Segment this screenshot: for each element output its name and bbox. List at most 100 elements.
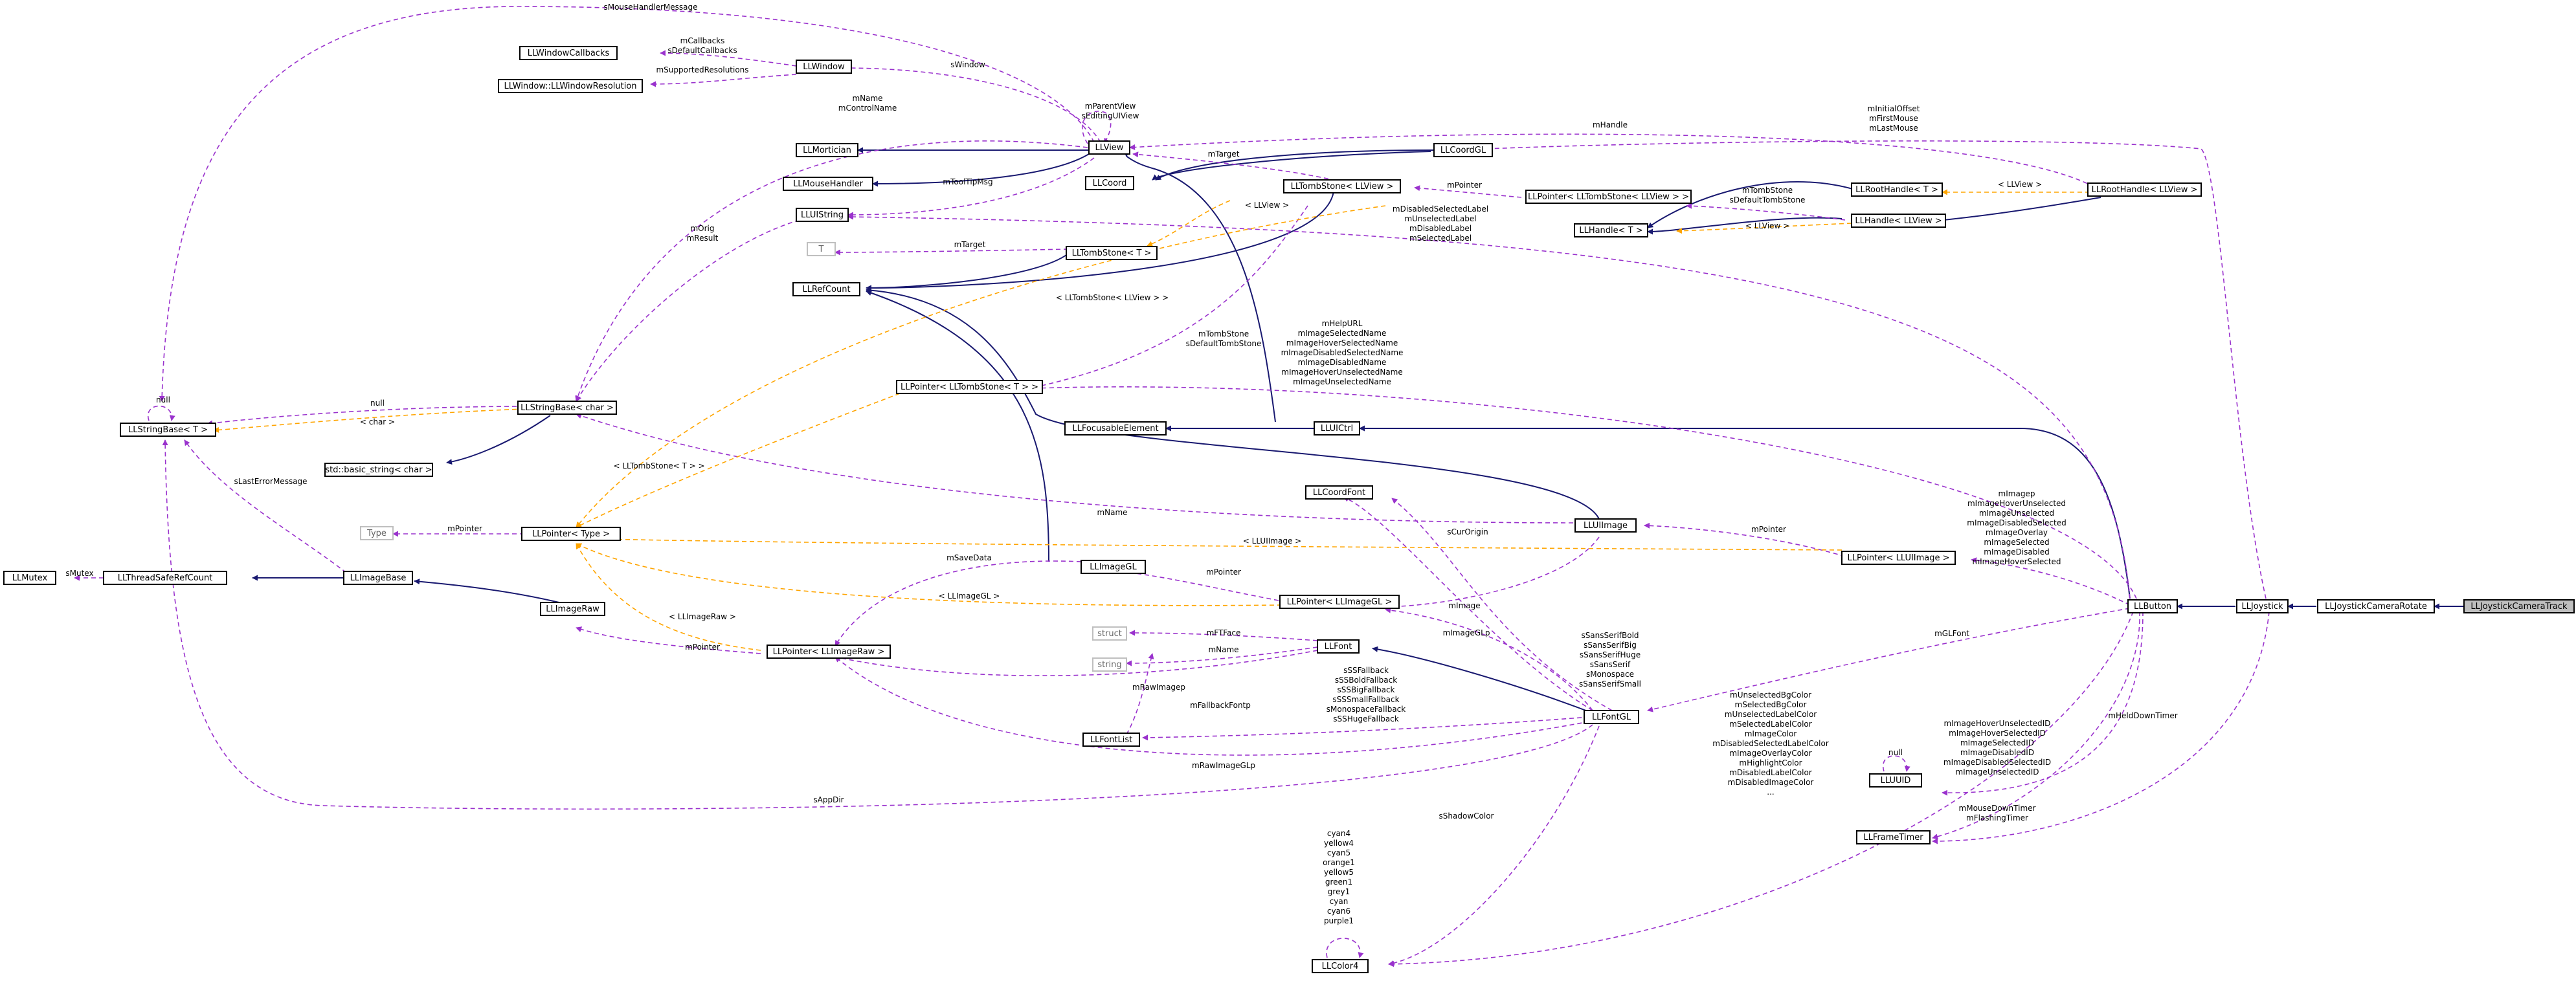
- node-llcolor4[interactable]: LLColor4: [1312, 959, 1369, 973]
- edge-label: mImageDisabledName: [1298, 358, 1387, 367]
- edge-label: mCallbacks: [680, 36, 725, 45]
- edge-label: mResult: [687, 234, 719, 243]
- node-llwindow[interactable]: LLWindow: [796, 60, 852, 74]
- edge-label: sSSBigFallback: [1337, 685, 1394, 694]
- edge-label: mUnselectedLabel: [1404, 214, 1476, 223]
- node-llfont[interactable]: LLFont: [1317, 639, 1360, 654]
- node-llwindow-callbacks[interactable]: LLWindowCallbacks: [519, 46, 618, 60]
- node-llmouse-handler[interactable]: LLMouseHandler: [783, 177, 873, 191]
- node-llwindow-resolution[interactable]: LLWindow::LLWindowResolution: [498, 79, 643, 93]
- node-llstring-base-char[interactable]: LLStringBase< char >: [517, 401, 617, 415]
- node-llpointer-tomb-stone-view[interactable]: LLPointer< LLTombStone< LLView > >: [1525, 190, 1692, 204]
- node-llpointer-uiimage[interactable]: LLPointer< LLUIImage >: [1841, 551, 1956, 565]
- node-label: LLUIString: [801, 210, 844, 220]
- node-llroot-handle-view[interactable]: LLRootHandle< LLView >: [2087, 182, 2202, 197]
- node-llpointer-tomb-stone-t[interactable]: LLPointer< LLTombStone< T > >: [896, 380, 1043, 394]
- node-llcoord-font[interactable]: LLCoordFont: [1305, 485, 1373, 500]
- node-lltomb-stone-view[interactable]: LLTombStone< LLView >: [1283, 179, 1401, 193]
- edge-label: mDisabledSelectedLabelColor: [1712, 739, 1829, 748]
- node-lluistring[interactable]: LLUIString: [796, 208, 849, 222]
- edge-use-sappdir: [162, 439, 1593, 810]
- node-llimage-raw[interactable]: LLImageRaw: [540, 602, 605, 616]
- node-llstring-base-t[interactable]: LLStringBase< T >: [120, 423, 216, 437]
- edge-use-rawimagep: [834, 650, 1318, 676]
- node-llimage-base[interactable]: LLImageBase: [343, 571, 413, 585]
- node-label: LLPointer< LLTombStone< T > >: [901, 382, 1038, 392]
- node-box: [1841, 551, 1956, 565]
- node-label: LLTombStone< LLView >: [1291, 182, 1394, 192]
- edge-inherit-uictrl-view: [1123, 151, 1276, 423]
- node-box: [1574, 223, 1648, 237]
- edge-label: mLastMouse: [1869, 124, 1918, 133]
- node-box: [517, 401, 617, 415]
- edge-use-color-self: [1326, 938, 1364, 958]
- node-llbutton[interactable]: LLButton: [2127, 599, 2178, 613]
- node-llpointer-image-gl[interactable]: LLPointer< LLImageGL >: [1279, 595, 1400, 609]
- node-t[interactable]: T: [807, 242, 836, 256]
- edge-use-mtarget-T: [834, 248, 1069, 256]
- node-llview[interactable]: LLView: [1088, 140, 1130, 155]
- edge-label: yellow5: [1324, 868, 1354, 877]
- edge-label: mSaveData: [946, 553, 992, 562]
- edge-label: mParentView: [1085, 102, 1136, 111]
- node-llref-count[interactable]: LLRefCount: [792, 282, 860, 296]
- edge-label: mImageOverlay: [1986, 528, 2048, 537]
- node-label: struct: [1097, 629, 1122, 639]
- node-llfocusable-element[interactable]: LLFocusableElement: [1064, 421, 1167, 435]
- edge-label: mImageGLp: [1443, 628, 1490, 637]
- node-llhandle-t[interactable]: LLHandle< T >: [1574, 223, 1648, 237]
- node-lltomb-stone-t[interactable]: LLTombStone< T >: [1066, 246, 1158, 260]
- edge-label: mTombStone: [1198, 329, 1249, 338]
- node-string[interactable]: string: [1092, 657, 1127, 672]
- node-box: [1088, 140, 1130, 155]
- node-box: [792, 282, 860, 296]
- node-llframe-timer[interactable]: LLFrameTimer: [1856, 830, 1931, 844]
- node-llcoord-gl[interactable]: LLCoordGL: [1433, 143, 1493, 157]
- edge-label: cyan4: [1327, 829, 1350, 838]
- edge-use-imageids: [1942, 611, 2144, 796]
- node-llroot-handle-t[interactable]: LLRootHandle< T >: [1851, 182, 1943, 197]
- node-struct[interactable]: struct: [1092, 626, 1127, 641]
- node-llmortician[interactable]: LLMortician: [796, 143, 858, 157]
- node-llmutex[interactable]: LLMutex: [3, 571, 56, 585]
- node-box: [1066, 246, 1158, 260]
- edge-label: mImageHoverUnselectedName: [1281, 368, 1403, 377]
- node-basic-string[interactable]: std::basic_string< char >: [324, 463, 433, 477]
- edge-label: null: [370, 399, 385, 408]
- edge-label: mImageDisabledSelectedID: [1943, 758, 2051, 767]
- node-llhandle-view[interactable]: LLHandle< LLView >: [1851, 214, 1946, 228]
- edge-label: sMouseHandlerMessage: [603, 3, 697, 12]
- node-label: LLJoystickCameraRotate: [2325, 602, 2427, 612]
- edge-use-mpointer-tomb: [1414, 185, 1522, 198]
- node-box: [3, 571, 56, 585]
- node-llpointer-image-raw[interactable]: LLPointer< LLImageRaw >: [767, 645, 891, 659]
- edge-label: sSansSerif: [1590, 660, 1631, 669]
- edge-label: mImagep: [1999, 489, 2035, 498]
- node-type[interactable]: Type: [360, 526, 394, 540]
- node-label: T: [818, 245, 824, 254]
- node-lluictrl[interactable]: LLUICtrl: [1314, 421, 1360, 435]
- edge-use-fallbackfontp: [1126, 653, 1154, 735]
- node-box: [807, 242, 836, 256]
- edge-label: sShadowColor: [1439, 811, 1494, 821]
- node-box: [1584, 710, 1639, 724]
- node-llthread-safe-ref-count[interactable]: LLThreadSafeRefCount: [103, 571, 227, 585]
- edge-label: sSansSerifSmall: [1579, 679, 1641, 689]
- node-llpointer-type[interactable]: LLPointer< Type >: [521, 527, 621, 541]
- node-llfont-gl[interactable]: LLFontGL: [1584, 710, 1639, 724]
- node-llfont-list[interactable]: LLFontList: [1082, 733, 1140, 747]
- edge-label: sAppDir: [813, 795, 844, 804]
- edge-use-imageglp: [1385, 607, 1593, 711]
- node-lluuid[interactable]: LLUUID: [1869, 773, 1922, 788]
- node-label: LLStringBase< char >: [521, 403, 614, 413]
- node-llimage-gl[interactable]: LLImageGL: [1081, 560, 1146, 574]
- node-label: LLMouseHandler: [793, 179, 864, 189]
- node-llcoord[interactable]: LLCoord: [1085, 176, 1134, 190]
- node-lljoystick-camera-rotate[interactable]: LLJoystickCameraRotate: [2317, 599, 2435, 613]
- edge-tpl-handle: [1676, 223, 1852, 234]
- edge-use-mtombstone-pointer: [1035, 205, 1308, 389]
- node-box: [519, 46, 618, 60]
- node-lljoystick[interactable]: LLJoystick: [2236, 599, 2289, 613]
- node-lluiimage[interactable]: LLUIImage: [1574, 518, 1637, 533]
- node-label: LLJoystickCameraTrack: [2470, 602, 2568, 612]
